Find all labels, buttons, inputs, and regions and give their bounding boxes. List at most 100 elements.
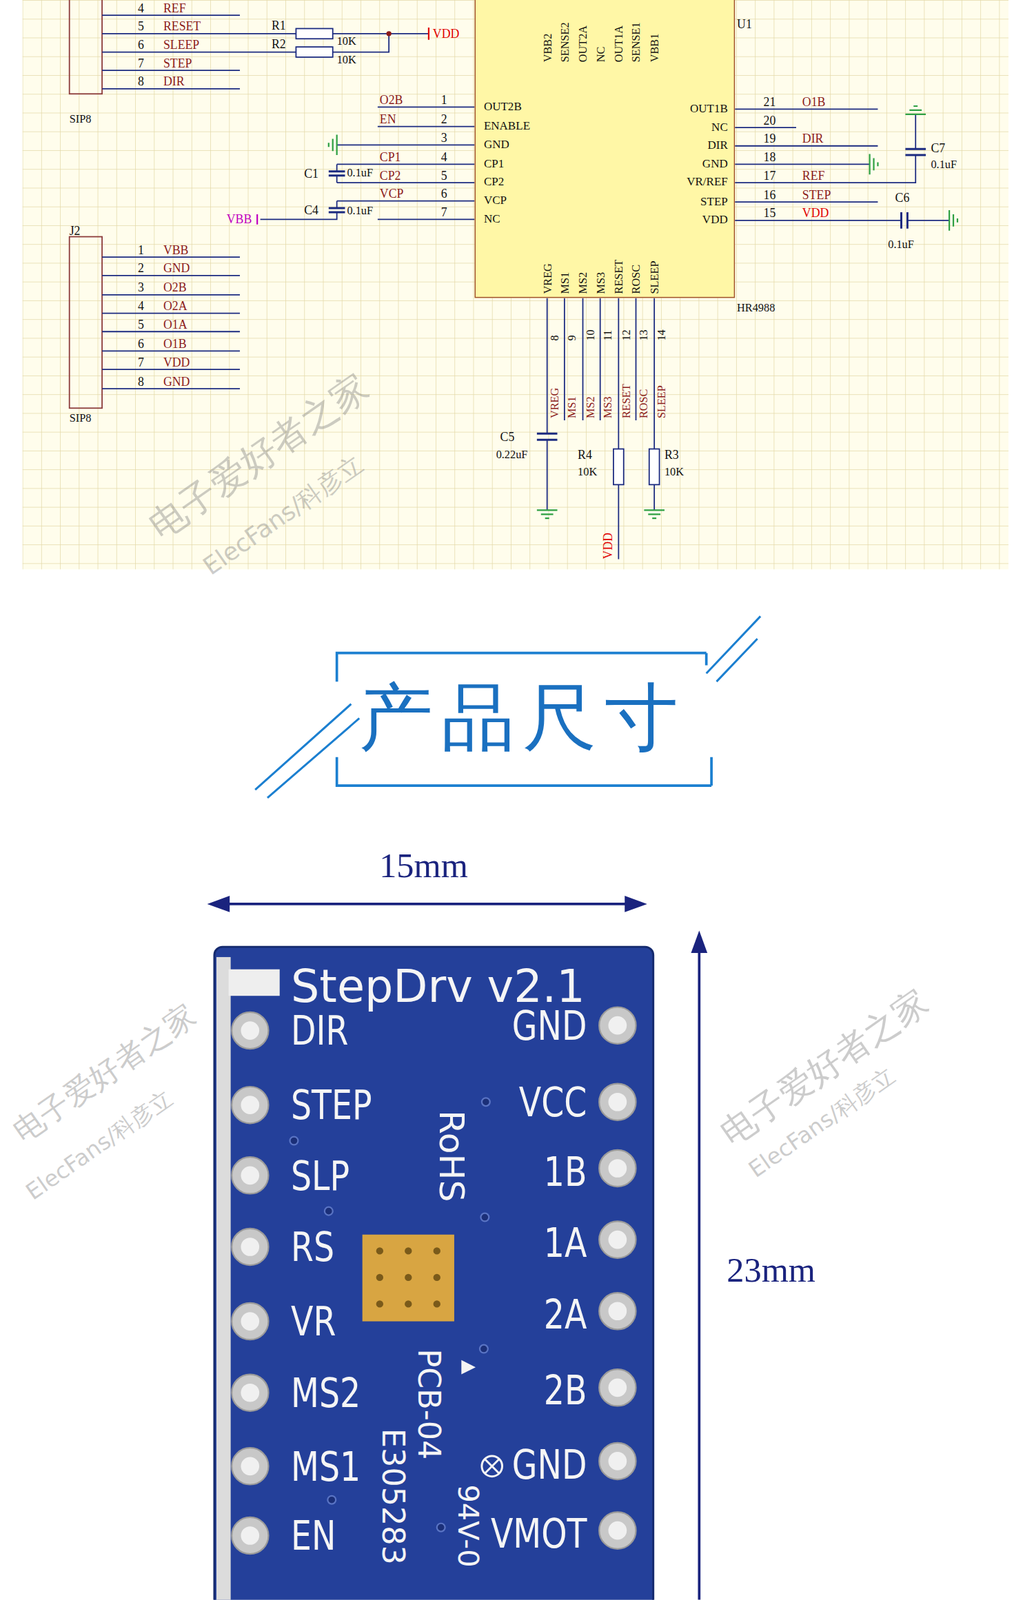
signal-label: O1A	[163, 318, 188, 331]
pin-hole	[240, 1312, 260, 1332]
signal-label: J2	[69, 224, 81, 238]
signal-label: RESET	[620, 383, 632, 419]
pin-hole	[240, 1166, 260, 1185]
pin-name: RESET	[613, 259, 625, 295]
signal-label: 17	[763, 169, 777, 182]
dimension-arrow	[207, 896, 231, 913]
signal-label: DIR	[802, 132, 824, 145]
pcb-photo	[214, 947, 654, 1600]
section-title: 产品尺寸	[359, 681, 686, 756]
pin-name: VBB1	[649, 33, 661, 63]
pin-hole	[599, 1443, 636, 1480]
pin-name: VREG	[541, 263, 553, 294]
pin-hole	[608, 1452, 628, 1472]
silkscreen-label: 2B	[543, 1369, 588, 1411]
pcb-photo	[216, 957, 231, 1600]
silkscreen-label: GND	[512, 1005, 588, 1047]
resistor-symbol	[649, 449, 660, 486]
pin-name: ROSC	[630, 264, 642, 295]
thermal-pad	[376, 1247, 441, 1308]
pin-name: OUT2B	[483, 101, 522, 114]
signal-label: VDD	[432, 27, 460, 40]
pin-name: OUT1A	[613, 25, 625, 63]
wire	[102, 15, 296, 89]
signal-label: C7	[930, 142, 946, 155]
wire	[337, 106, 475, 220]
signal-label: VCP	[379, 187, 404, 200]
pin-hole	[240, 1384, 260, 1403]
signal-label: SIP8	[69, 412, 92, 424]
silkscreen-label: RoHS	[434, 1110, 470, 1203]
signal-label: CP1	[379, 150, 402, 164]
dimension-label: 23mm	[726, 1253, 816, 1288]
signal-label: O2A	[163, 299, 188, 313]
pin-hole	[231, 1157, 269, 1194]
thermal-pad	[376, 1247, 384, 1255]
pcb-photo	[228, 969, 280, 997]
silkscreen-label: SLP	[290, 1155, 350, 1196]
pin-hole	[599, 1369, 636, 1407]
signal-label: 4	[137, 299, 145, 313]
signal-label: 1	[441, 93, 448, 107]
signal-label: O1B	[163, 337, 187, 351]
pin-hole	[231, 1448, 269, 1485]
thermal-pad	[433, 1247, 441, 1255]
signal-label: 10K	[577, 466, 597, 478]
pin-name: OUT1B	[690, 103, 728, 116]
signal-label: 1	[137, 244, 145, 257]
junction-dot	[386, 31, 391, 36]
signal-label: 5	[441, 169, 448, 182]
signal-label: 11	[602, 330, 614, 342]
via	[290, 1137, 299, 1146]
power-flag	[428, 27, 430, 40]
signal-label: 7	[137, 356, 145, 369]
dimension-label: 15mm	[379, 849, 469, 884]
silkscreen-mark	[461, 1360, 502, 1478]
pin-hole	[231, 1012, 269, 1050]
signal-label: EN	[379, 113, 397, 126]
ground-symbol	[869, 154, 879, 176]
pin-hole	[608, 1378, 628, 1398]
signal-label: 10K	[337, 53, 357, 65]
silkscreen-mark	[484, 1459, 500, 1474]
resistor-symbol	[295, 46, 333, 58]
signal-label: 8	[549, 335, 561, 341]
pin-name: NC	[594, 46, 606, 63]
signal-label: 19	[763, 132, 777, 145]
signal-label: VDD	[163, 356, 190, 369]
signal-label: R1	[271, 19, 287, 32]
signal-label: 0.1uF	[346, 167, 373, 179]
pin-hole	[231, 1229, 269, 1266]
pin-name: SLEEP	[649, 260, 661, 294]
pin-name: MS3	[594, 272, 606, 295]
pin-hole	[599, 1007, 636, 1045]
dimension-arrow	[697, 944, 701, 1600]
signal-label: REF	[802, 169, 826, 182]
signal-label: 10K	[664, 466, 684, 478]
connector-outline	[69, 0, 103, 409]
silkscreen-label: 94V-0	[452, 1484, 482, 1568]
dimension-arrow	[624, 896, 648, 913]
signal-label: SLEEP	[656, 385, 668, 419]
pin-name: NC	[711, 121, 728, 134]
pin-name: GND	[483, 138, 510, 151]
via	[479, 1345, 489, 1354]
signal-label: C1	[303, 167, 319, 180]
signal-label: DIR	[163, 75, 185, 89]
signal-label: 10	[584, 329, 596, 341]
pin-name: OUT2A	[577, 25, 589, 63]
silkscreen-label: 1B	[543, 1151, 588, 1192]
signal-label: 21	[763, 95, 777, 109]
signal-label: 10K	[337, 35, 357, 47]
signal-label: 2	[137, 262, 145, 276]
signal-label: R4	[577, 449, 593, 462]
signal-label: VREG	[549, 388, 561, 419]
signal-label: 7	[441, 206, 448, 219]
signal-label: R2	[271, 37, 287, 51]
power-flag	[256, 214, 258, 225]
ground-symbol	[643, 510, 665, 519]
signal-label: MS2	[584, 396, 596, 419]
pin-hole	[240, 1457, 260, 1477]
silkscreen-label: VR	[290, 1301, 336, 1343]
pin-hole	[240, 1016, 627, 1546]
